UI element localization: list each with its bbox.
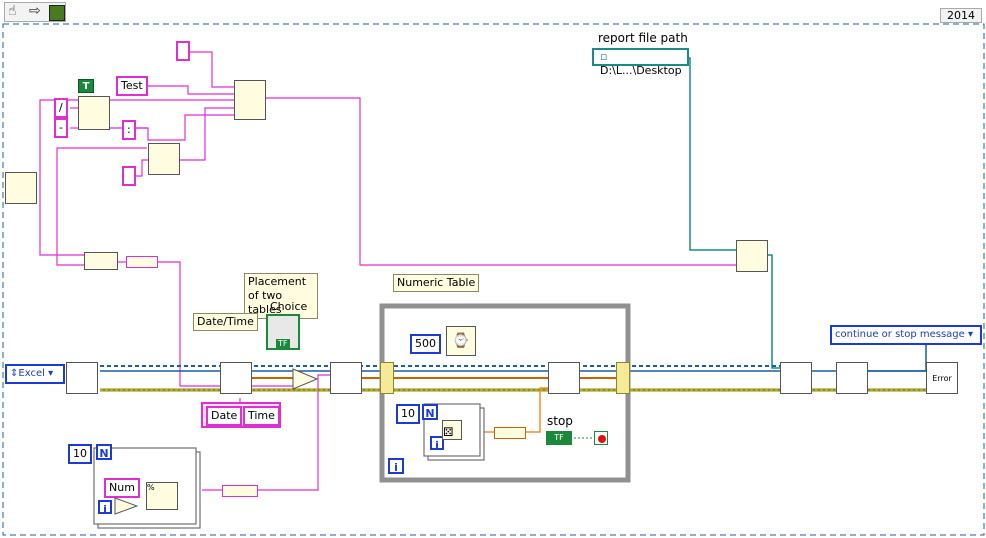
highlight-execution-icon[interactable]: [49, 5, 65, 21]
path-icon: ▫: [600, 50, 608, 63]
build-array-node-2[interactable]: [126, 256, 158, 268]
clock-icon: ⌚: [452, 333, 470, 349]
error-icon: Error: [932, 374, 952, 383]
time-string: Time: [243, 406, 280, 426]
date-string: Date: [206, 406, 243, 426]
append-table-node-2[interactable]: [330, 362, 362, 394]
continue-or-stop-value: continue or stop message: [835, 329, 965, 340]
inner-loop-n: N: [422, 404, 438, 420]
dispose-report-node[interactable]: [836, 362, 868, 394]
outer-loop-i: i: [98, 500, 112, 516]
placement-label: Placement of two tables: [244, 273, 318, 319]
ring-arrows-icon: ⇕: [10, 368, 19, 379]
dropdown-arrow-icon: ▾: [44, 368, 54, 379]
stop-button-tf: TF: [554, 433, 564, 442]
format-date-time-node-2[interactable]: [148, 143, 180, 175]
dice-icon: ⚄: [443, 425, 454, 439]
increment-node[interactable]: [114, 497, 139, 515]
header-array-constant[interactable]: Date Time: [201, 402, 281, 428]
shift-register-right: [616, 362, 630, 394]
stop-label: stop: [547, 414, 573, 428]
select-node[interactable]: [292, 368, 319, 390]
version-tag: 2014: [940, 8, 982, 23]
true-constant[interactable]: T: [78, 79, 94, 93]
number-to-string-node[interactable]: [494, 427, 526, 439]
simple-error-handler-node[interactable]: Error: [926, 362, 958, 394]
format-into-string-node[interactable]: %: [146, 482, 178, 510]
date-time-label: Date/Time: [193, 313, 258, 331]
numeric-table-label: Numeric Table: [393, 274, 480, 292]
choice-label: Choice: [270, 300, 308, 313]
stop-condition-icon: [594, 431, 608, 445]
get-date-time-node[interactable]: [5, 172, 37, 204]
random-number-node[interactable]: ⚄: [442, 420, 462, 440]
choice-control[interactable]: TF: [266, 314, 300, 350]
toolbar: ☝ ⇨: [4, 2, 66, 22]
new-report-node[interactable]: [66, 362, 98, 394]
increment-icon: [114, 497, 139, 515]
stop-button[interactable]: TF: [546, 431, 572, 445]
build-array-node[interactable]: [84, 252, 118, 270]
inner-loop-count[interactable]: 10: [396, 404, 420, 424]
save-report-node[interactable]: [780, 362, 812, 394]
append-table-node-3[interactable]: [548, 362, 580, 394]
shift-register-left: [380, 362, 394, 394]
tf-badge: TF: [276, 339, 290, 348]
empty-string-mid[interactable]: [122, 166, 136, 186]
wait-ms-constant[interactable]: 500: [410, 334, 441, 354]
arrow-icon[interactable]: ⇨: [29, 3, 41, 19]
format-date-time-node[interactable]: [78, 96, 110, 130]
empty-string-top[interactable]: [176, 41, 190, 61]
test-string[interactable]: Test: [116, 76, 148, 96]
colon-string[interactable]: :: [122, 120, 136, 140]
outer-loop-n: N: [96, 444, 112, 460]
report-file-path-label: report file path: [598, 31, 688, 45]
build-array-node-3[interactable]: [222, 485, 258, 497]
report-type-ring[interactable]: ⇕Excel ▾: [5, 364, 65, 384]
report-file-path-value: D:\L...\Desktop: [600, 64, 682, 77]
outer-loop-count[interactable]: 10: [68, 444, 92, 464]
inner-loop-i: i: [430, 436, 444, 452]
continue-or-stop-ring[interactable]: continue or stop message ▾: [830, 325, 982, 345]
slash-string[interactable]: /: [54, 98, 68, 118]
build-path-node[interactable]: [736, 240, 768, 272]
dash-string[interactable]: -: [54, 118, 68, 138]
percent-icon: %: [147, 483, 155, 492]
report-type-value: Excel: [18, 368, 45, 379]
concatenate-strings-node[interactable]: [234, 80, 266, 120]
wait-node[interactable]: ⌚: [446, 326, 476, 356]
append-table-node[interactable]: [220, 362, 252, 394]
hand-icon[interactable]: ☝: [8, 3, 17, 19]
num-string[interactable]: Num: [104, 478, 140, 498]
select-icon: [292, 368, 319, 390]
dropdown-arrow-icon-2: ▾: [964, 329, 973, 340]
report-file-path-control[interactable]: ▫ D:\L...\Desktop: [592, 48, 689, 77]
while-iteration-terminal: i: [388, 458, 404, 474]
